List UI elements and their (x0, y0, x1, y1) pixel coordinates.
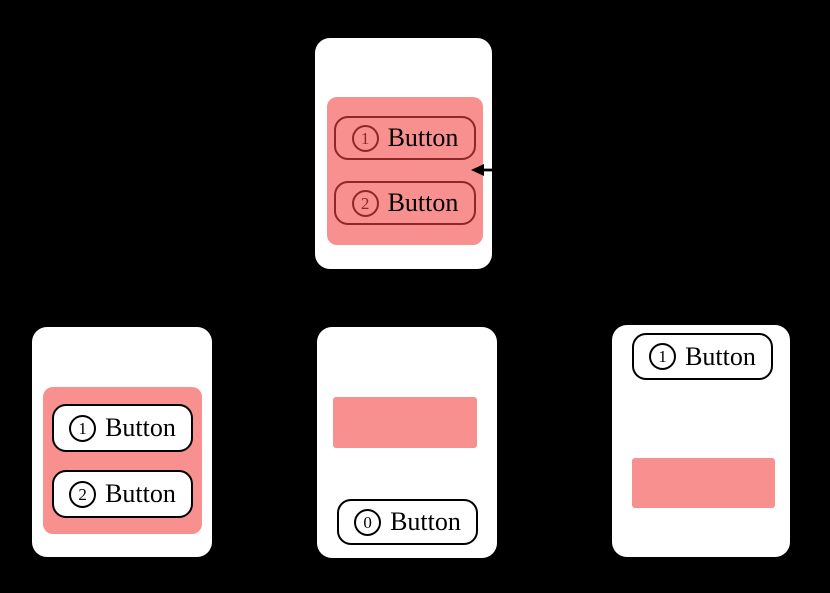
circled-number-icon: 1 (649, 343, 677, 370)
button-label: Button (387, 123, 459, 152)
button-0-bottom-middle[interactable]: 0 Button (337, 499, 478, 545)
screen-card-bottom-left: 1 Button 2 Button (32, 327, 212, 557)
button-label: Button (105, 413, 176, 442)
button-1-bottom-right[interactable]: 1 Button (632, 333, 773, 380)
button-2-top[interactable]: 2 Button (334, 181, 476, 225)
circled-number-icon: 0 (354, 508, 382, 536)
button-label: Button (105, 479, 176, 508)
button-1-top[interactable]: 1 Button (334, 116, 476, 160)
screen-card-bottom-middle: 0 Button (317, 327, 497, 558)
button-1-bottom-left[interactable]: 1 Button (52, 404, 193, 452)
button-label: Button (685, 341, 756, 371)
button-label: Button (387, 188, 459, 217)
placeholder-highlight-bar (632, 458, 775, 508)
screen-card-bottom-right: 1 Button (612, 325, 790, 557)
button-label: Button (390, 507, 461, 536)
button-2-bottom-left[interactable]: 2 Button (52, 470, 193, 518)
circled-number-icon: 2 (69, 480, 97, 508)
circled-number-icon: 1 (69, 414, 97, 442)
circled-number-icon: 2 (351, 189, 379, 217)
circled-number-icon: 1 (351, 124, 379, 152)
placeholder-highlight-bar (333, 397, 477, 448)
screen-card-top: 1 Button 2 Button (315, 38, 492, 269)
arrow-pointer-icon (471, 164, 528, 176)
